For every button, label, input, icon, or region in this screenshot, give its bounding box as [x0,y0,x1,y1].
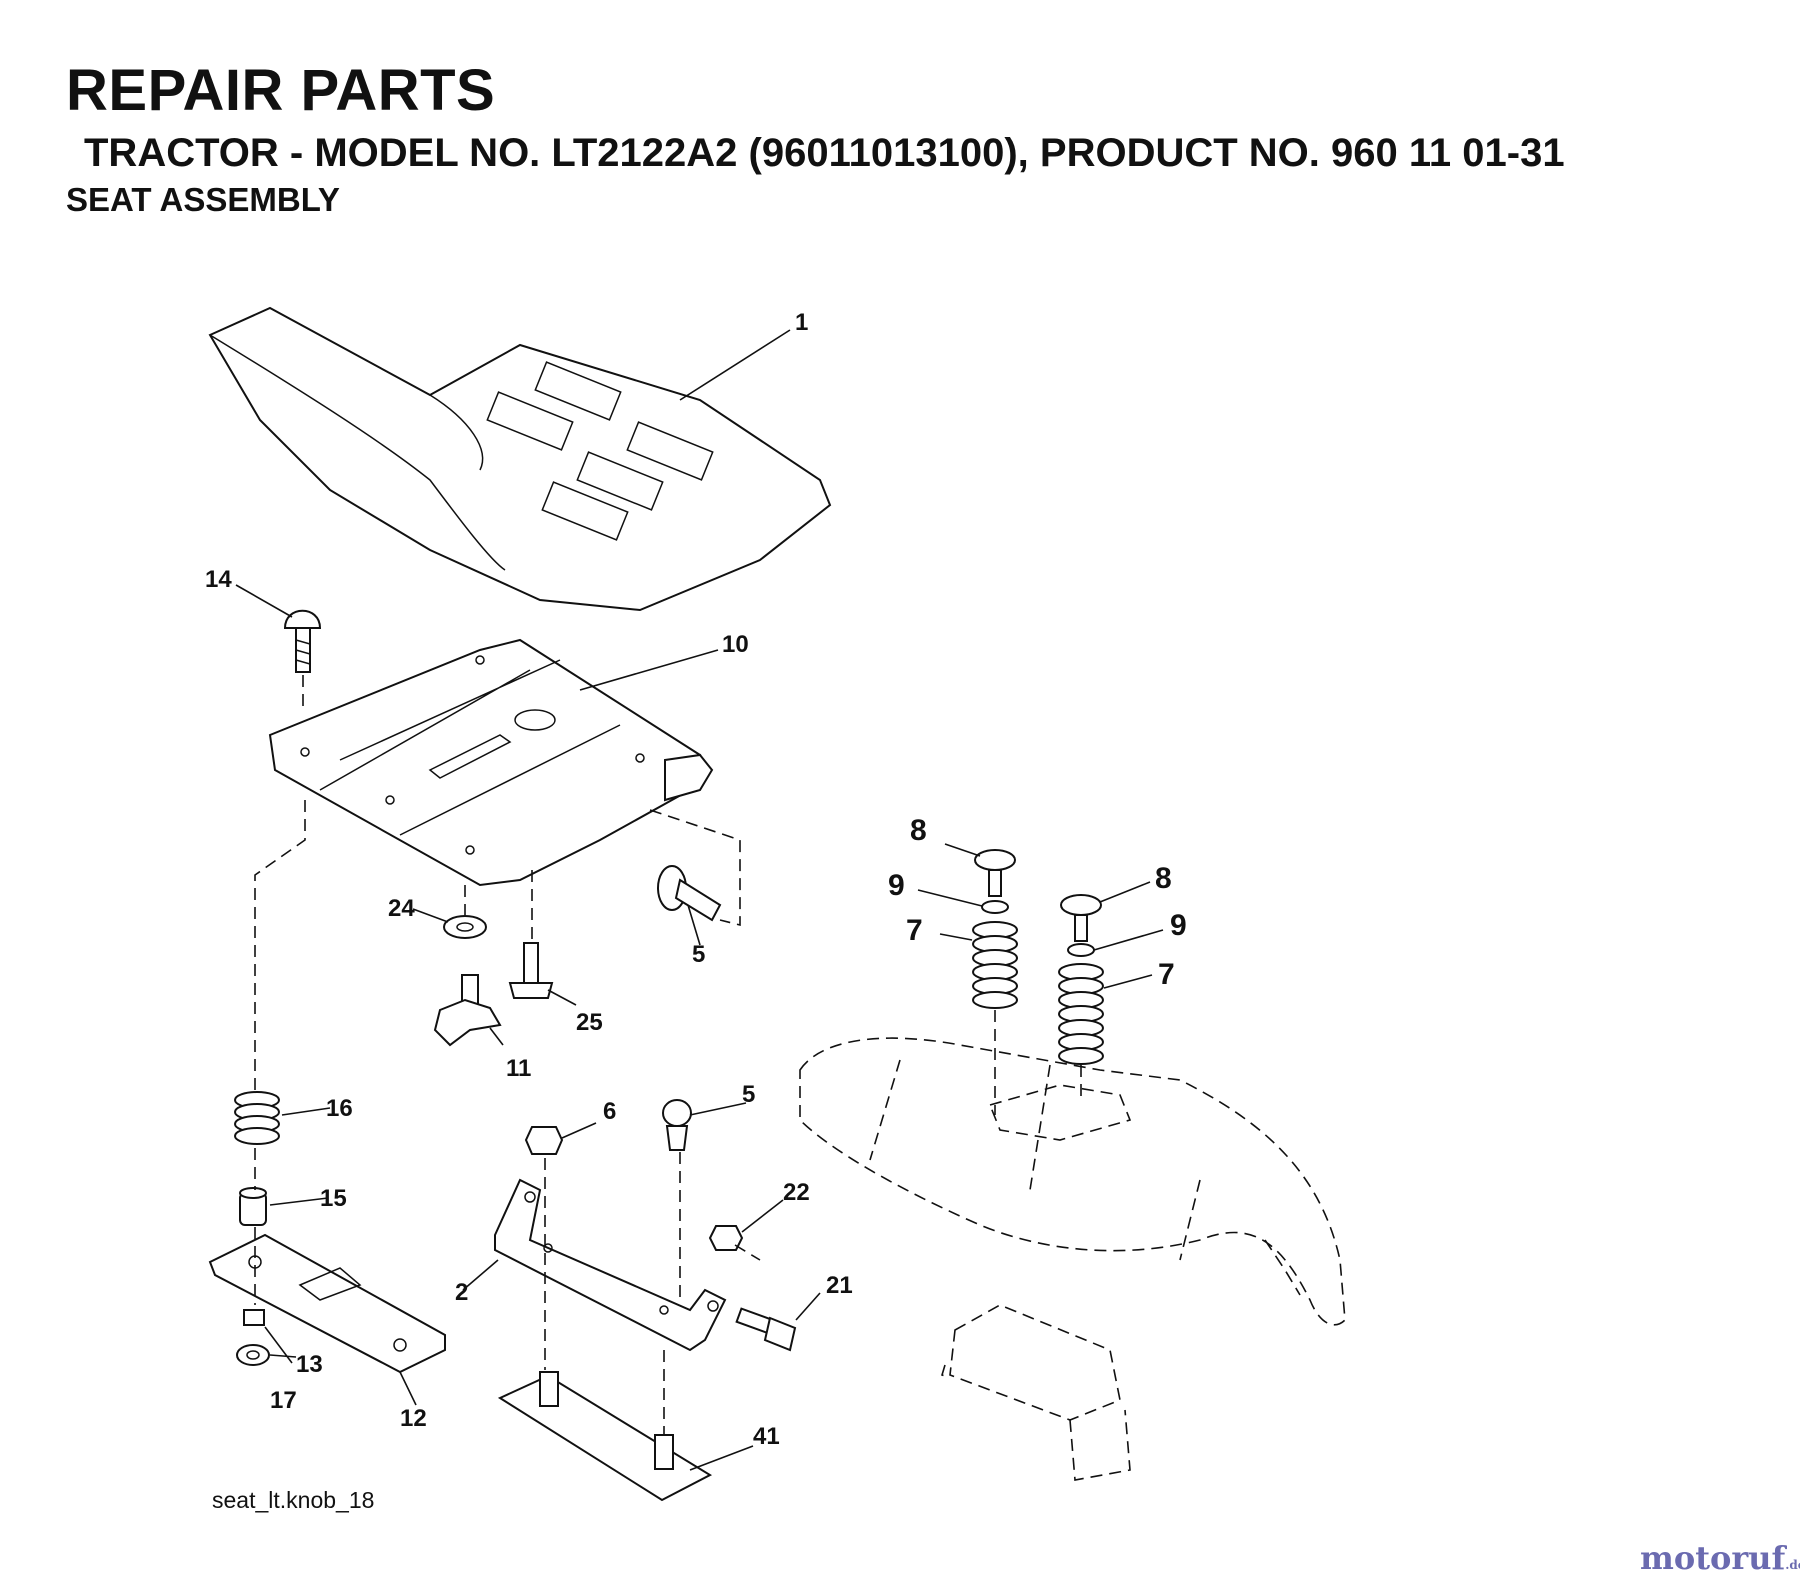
lock-nut-part [524,1126,564,1155]
spacer-part [239,1187,267,1226]
bracket-plate-part [208,1233,446,1374]
callout-24: 24 [388,895,415,922]
callout-21: 21 [826,1272,853,1299]
fender-reference-outline [799,1037,1346,1481]
alignment-lines [254,675,1082,1435]
hex-nut-part [708,1225,744,1251]
shoulder-bolt-part [508,942,554,999]
section-title: SEAT ASSEMBLY [66,181,340,218]
washer-part-left [981,900,1009,914]
watermark-suffix: .de [1785,1558,1800,1572]
callout-16: 16 [326,1095,353,1122]
knob-part-left [974,849,1016,897]
washer-part-right [1067,943,1095,957]
callout-25: 25 [576,1009,603,1036]
callout-2: 2 [455,1279,468,1306]
callout-14: 14 [205,566,232,593]
page-title: REPAIR PARTS [66,58,496,123]
seat-bracket-part [494,1178,727,1352]
callout-7b: 7 [1158,958,1175,991]
drawing-file-label: seat_lt.knob_18 [212,1487,375,1513]
callout-41: 41 [753,1423,780,1450]
nut-part [243,1309,265,1326]
callout-17: 17 [270,1387,297,1414]
leader-lines [235,329,1164,1471]
callout-10: 10 [722,631,749,658]
watermark-main: motoruf [1640,1539,1786,1577]
clip-part-lower [662,1099,692,1151]
knob-part [433,974,502,1047]
callout-1: 1 [795,309,808,336]
spring-part-small [234,1091,280,1145]
shoulder-bolt-part-lower [735,1307,797,1352]
callout-9a: 9 [888,869,905,902]
callout-5b: 5 [742,1081,755,1108]
spring-part-right [1058,963,1104,1065]
callout-11: 11 [506,1055,531,1082]
knob-part-right [1060,894,1102,942]
callout-8b: 8 [1155,862,1172,895]
callout-22: 22 [783,1179,810,1206]
flange-nut-part [236,1344,270,1366]
spring-part-left [972,921,1018,1009]
carriage-bolt-part [283,609,322,673]
washer-part [443,915,487,939]
callout-5a: 5 [692,941,705,968]
clip-part-upper [657,865,722,922]
callout-9b: 9 [1170,909,1187,942]
watermark-logo: motoruf.de [1640,1542,1800,1574]
callout-13: 13 [296,1351,323,1378]
seat-part [208,306,832,612]
model-subtitle: TRACTOR - MODEL NO. LT2122A2 (9601101310… [84,131,1565,175]
callout-6: 6 [603,1098,616,1125]
callout-7a: 7 [906,914,923,947]
seat-pan-part [268,638,714,887]
stud-plate-part [497,1371,713,1502]
callout-8a: 8 [910,814,927,847]
callout-12: 12 [400,1405,427,1432]
callout-15: 15 [320,1185,347,1212]
